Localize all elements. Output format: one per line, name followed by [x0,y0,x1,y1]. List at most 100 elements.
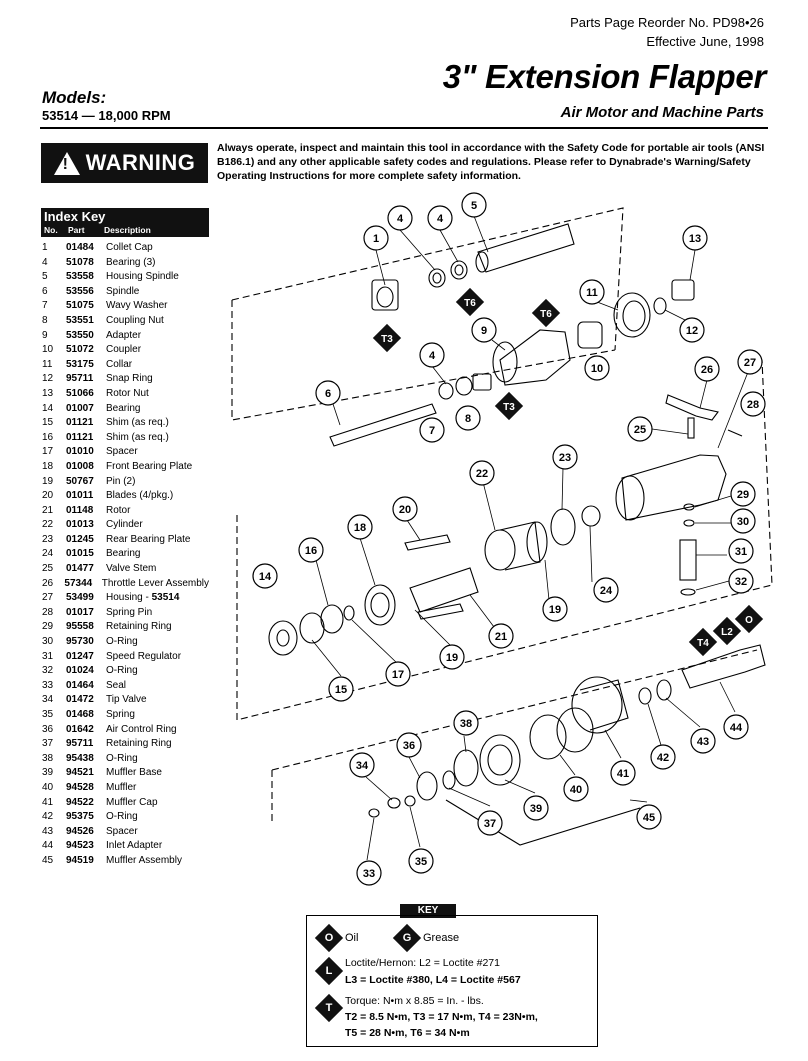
diamond-label: T3 [381,334,393,345]
model-line: 53514 — 18,000 RPM [42,108,171,123]
row-description-text: Front Bearing Plate [106,460,193,472]
row-part-number: 95558 [66,621,94,633]
row-description-text: Pin (2) [106,475,136,487]
row-number: 15 [42,417,54,429]
callout: 4 [427,205,453,231]
row-description-text: Coupling Nut [106,314,164,326]
row-number: 1 [42,242,48,253]
row-number: 21 [42,504,54,516]
row-description-text: Rear Bearing Plate [106,533,191,545]
svg-text:37: 37 [484,818,496,830]
callout: 42 [650,744,676,770]
svg-text:36: 36 [403,740,415,752]
loctite-line-2: L3 = Loctite #380, L4 = Loctite #567 [345,974,521,986]
row-number: 11 [42,358,53,370]
row-number: 42 [42,811,54,823]
row-description: Rear Bearing Plate [106,533,209,548]
row-number: 4 [42,256,48,268]
row-number: 13 [42,387,54,399]
row-part-number: 01008 [66,460,94,472]
svg-text:4: 4 [429,350,436,362]
callout: 1 [363,225,389,251]
callout: 30 [730,508,756,534]
row-part-number: 53558 [66,271,94,283]
diamond-label: T6 [540,309,552,320]
row-number: 24 [42,548,54,560]
row-number: 19 [42,475,54,487]
svg-text:4: 4 [397,213,404,225]
row-part-number: 94523 [66,840,94,852]
row-description: Throttle Lever Assembly [102,577,209,592]
row-part-number: 94528 [66,781,94,793]
row-description-text: Collet Cap [106,242,153,253]
svg-text:45: 45 [643,812,655,824]
row-number: 17 [42,446,54,458]
torque-line-3: T5 = 28 N•m, T6 = 34 N•m [345,1027,470,1039]
row-part-number: 01148 [66,504,94,516]
row-number: 28 [42,606,54,618]
svg-text:18: 18 [354,522,366,534]
svg-text:39: 39 [530,803,542,815]
row-number: 41 [42,796,54,808]
svg-text:32: 32 [735,576,747,588]
torque-symbol: T [314,993,344,1023]
callout: 45 [636,804,662,830]
svg-text:24: 24 [600,585,613,597]
svg-text:10: 10 [591,363,603,375]
models-label: Models: [42,88,107,107]
oil-text: Oil [345,932,359,944]
callout: 43 [690,728,716,754]
row-description: Rotor Nut [106,387,209,402]
callout: 40 [563,776,589,802]
row-description-text: O-Ring [106,752,138,764]
row-part-number: 53175 [66,358,94,370]
row-part-number: 94522 [66,796,94,808]
svg-text:27: 27 [744,357,756,369]
row-part-number: 53499 [66,592,94,604]
row-part-number: 94526 [66,825,94,837]
row-part-number: 01121 [66,431,94,443]
row-number: 27 [42,592,54,604]
diamond-label: T3 [503,402,515,413]
row-description: Air Control Ring [106,723,209,738]
loctite-diamond: L2 [712,616,742,646]
row-part-number: 53556 [66,285,94,297]
callout: 39 [523,795,549,821]
row-part-number: 53551 [66,314,94,326]
torque-diamond: T6 [531,298,561,328]
svg-text:8: 8 [465,413,471,425]
row-part-number: 01642 [66,723,94,735]
row-part-number: 01464 [66,679,94,691]
row-description: Muffler Assembly [106,854,209,869]
svg-text:34: 34 [356,760,369,772]
callout: 16 [298,537,324,563]
row-description-text: Muffler Assembly [106,854,182,866]
row-description-text: Coupler [106,344,142,356]
row-description: Blades (4/pkg.) [106,489,209,504]
row-part-number: 95711 [66,738,94,750]
row-part-number: 01484 [66,242,94,253]
grease-symbol: G [392,923,422,953]
row-part-number: 51072 [66,344,94,356]
diamond-label: T4 [697,638,709,649]
svg-text:20: 20 [399,504,411,516]
row-number: 43 [42,825,54,837]
row-description: O-Ring [106,810,209,825]
row-description-text: Spacer [106,446,138,458]
row-number: 29 [42,621,54,633]
row-description-text: Muffler [106,781,137,793]
svg-text:4: 4 [437,213,444,225]
